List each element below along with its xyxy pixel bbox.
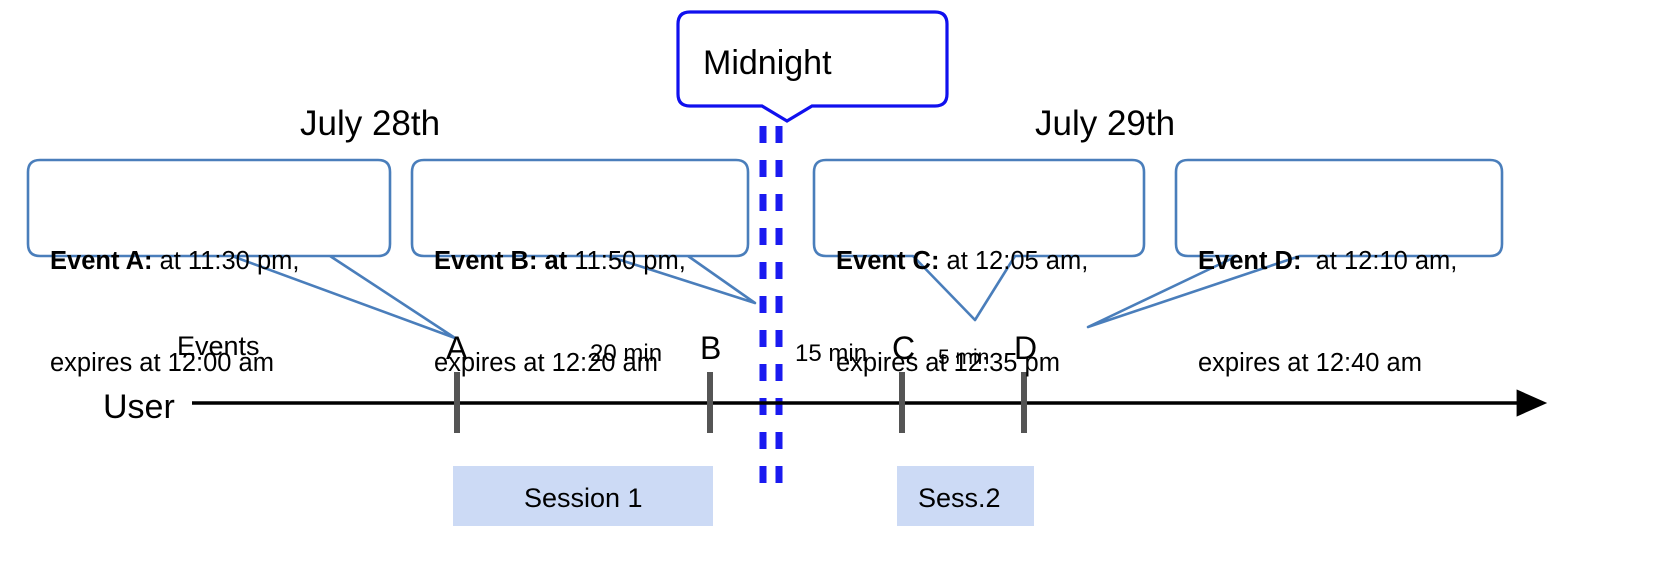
event-d-line2: expires at 12:40 am	[1198, 348, 1422, 377]
user-row-label: User	[103, 388, 175, 426]
event-d-callout-shape	[1086, 158, 1504, 329]
event-d-callout-text: Event D: at 12:10 am, expires at 12:40 a…	[1198, 177, 1457, 448]
date-label-july-28: July 28th	[300, 104, 441, 143]
event-a-strong: Event A:	[50, 246, 153, 275]
marker-letter-b: B	[700, 330, 722, 366]
event-c-line2: expires at 12:35 pm	[836, 348, 1060, 377]
session-2-box	[897, 466, 1034, 526]
event-b-callout-shape	[410, 158, 757, 305]
midnight-callout-bubble	[676, 10, 949, 123]
session-1-box	[453, 466, 713, 526]
session-1-label: Session 1	[524, 483, 643, 513]
event-a-callout-shape	[26, 158, 457, 340]
event-b-callout-text: Event B: at 11:50 pm, expires at 12:20 a…	[434, 177, 686, 448]
event-a-callout-text: Event A: at 11:30 pm, expires at 12:00 a…	[50, 177, 299, 448]
events-row-label: Events	[177, 331, 260, 361]
gap-label-5-min: 5 min	[938, 346, 990, 369]
event-b-strong: Event B: at	[434, 246, 568, 275]
date-label-july-29: July 29th	[1035, 104, 1176, 143]
marker-letter-d: D	[1014, 330, 1038, 366]
marker-letter-c: C	[892, 330, 916, 366]
event-a-line1-rest: at 11:30 pm,	[152, 246, 300, 275]
event-c-callout-shape	[812, 158, 1146, 322]
event-d-line1-rest: at 12:10 am,	[1301, 246, 1458, 275]
gap-label-15-min: 15 min	[795, 340, 868, 367]
session-2-label: Sess.2	[918, 483, 1001, 513]
event-d-strong: Event D:	[1198, 246, 1302, 275]
event-c-callout-text: Event C: at 12:05 am, expires at 12:35 p…	[836, 177, 1088, 448]
event-b-line2: expires at 12:20 am	[434, 348, 658, 377]
midnight-label: Midnight	[703, 44, 832, 82]
marker-letter-a: A	[446, 330, 468, 366]
gap-label-20-min: 20 min	[590, 340, 663, 367]
event-c-strong: Event C:	[836, 246, 940, 275]
event-b-line1-rest: 11:50 pm,	[567, 246, 686, 275]
event-c-line1-rest: at 12:05 am,	[939, 246, 1089, 275]
event-a-line2: expires at 12:00 am	[50, 348, 274, 377]
